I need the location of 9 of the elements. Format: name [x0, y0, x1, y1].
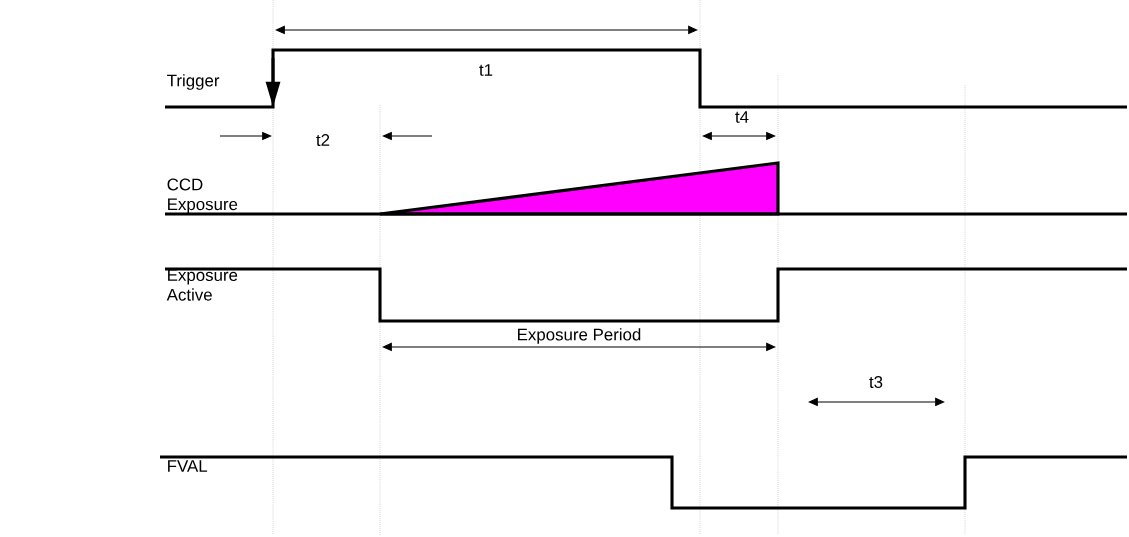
signal-label: FVAL — [168, 460, 208, 472]
timing-label: Exposure Period — [518, 328, 641, 344]
timing-label: t3 — [869, 376, 883, 388]
timing-label: t1 — [479, 64, 493, 76]
timing-label: t2 — [316, 134, 330, 146]
signal-label: CCD Exposure — [167, 178, 238, 214]
timing-label: t4 — [735, 111, 749, 123]
signal-label: Trigger — [167, 74, 220, 90]
signal-label: Exposure Active — [166, 269, 238, 301]
